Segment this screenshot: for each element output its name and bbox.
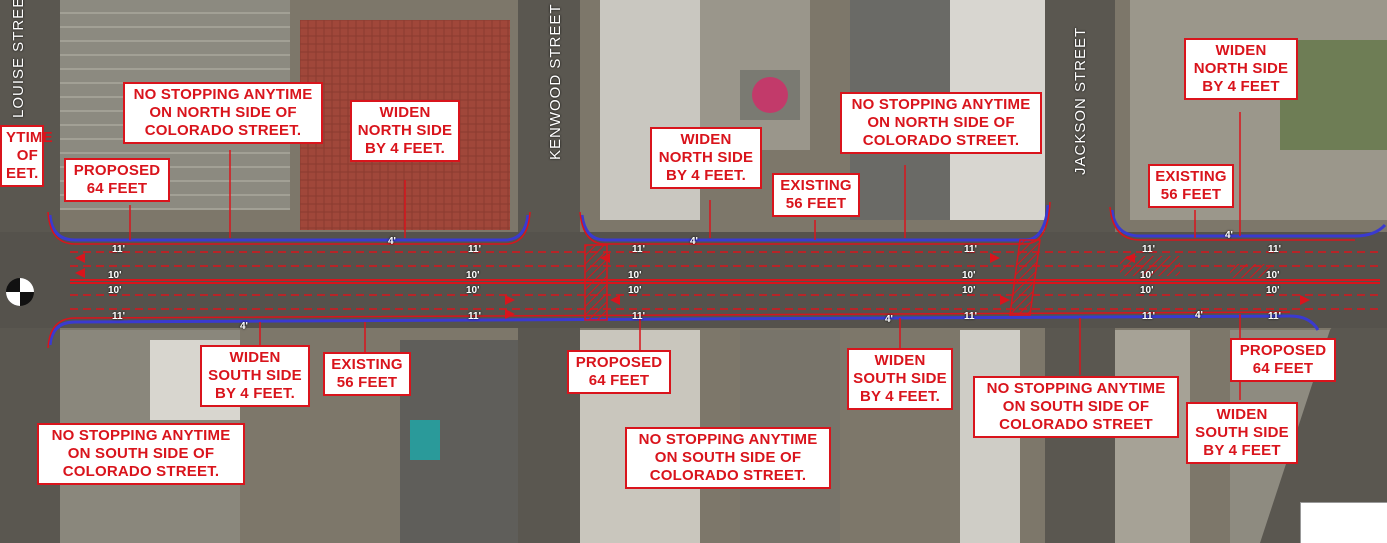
lane-width-label: 11' <box>964 311 977 322</box>
lane-width-label: 10' <box>108 285 122 296</box>
lane-width-label: 11' <box>1268 311 1281 322</box>
lane-width-label: 11' <box>112 244 125 255</box>
lane-width-label: 11' <box>964 244 977 255</box>
lane-width-label: 11' <box>1268 244 1281 255</box>
callout-proposed-64-1: PROPOSED 64 FEET <box>64 158 170 202</box>
lane-width-label: 11' <box>468 244 481 255</box>
lane-width-label: 10' <box>108 270 122 281</box>
callout-no-stopping-north-1: NO STOPPING ANYTIME ON NORTH SIDE OF COL… <box>123 82 323 144</box>
bike-buffer-width-label: 4' <box>388 236 396 247</box>
lane-width-label: 10' <box>628 270 642 281</box>
title-block-corner <box>1300 502 1387 543</box>
callout-no-stopping-south-3: NO STOPPING ANYTIME ON SOUTH SIDE OF COL… <box>973 376 1179 438</box>
callout-partial-left: YTIME OF EET. <box>0 125 53 187</box>
lane-width-label: 10' <box>1266 285 1280 296</box>
bike-buffer-width-label: 4' <box>885 314 893 325</box>
bike-buffer-width-label: 4' <box>240 321 248 332</box>
bike-buffer-width-label: 4' <box>1195 310 1203 321</box>
lane-width-label: 10' <box>962 270 976 281</box>
callout-widen-south-1: WIDEN SOUTH SIDE BY 4 FEET. <box>200 345 310 407</box>
callout-widen-north-1: WIDEN NORTH SIDE BY 4 FEET. <box>350 100 460 162</box>
bike-buffer-width-label: 4' <box>1225 230 1233 241</box>
lane-width-label: 10' <box>628 285 642 296</box>
callout-no-stopping-north-2: NO STOPPING ANYTIME ON NORTH SIDE OF COL… <box>840 92 1042 154</box>
lane-width-label: 10' <box>1266 270 1280 281</box>
callout-widen-north-2: WIDEN NORTH SIDE BY 4 FEET. <box>650 127 762 189</box>
street-label-kenwood: KENWOOD STREET <box>547 3 564 160</box>
lane-width-label: 10' <box>1140 285 1154 296</box>
callout-existing-56-1: EXISTING 56 FEET <box>323 352 411 396</box>
callout-widen-north-3: WIDEN NORTH SIDE BY 4 FEET <box>1184 38 1298 100</box>
callout-existing-56-2: EXISTING 56 FEET <box>772 173 860 217</box>
lane-width-label: 11' <box>632 244 645 255</box>
pool <box>410 420 440 460</box>
callout-proposed-64-3: PROPOSED 64 FEET <box>1230 338 1336 382</box>
callout-no-stopping-south-2: NO STOPPING ANYTIME ON SOUTH SIDE OF COL… <box>625 427 831 489</box>
callout-widen-south-2: WIDEN SOUTH SIDE BY 4 FEET. <box>847 348 953 410</box>
callout-proposed-64-2: PROPOSED 64 FEET <box>567 350 671 394</box>
street-label-jackson: JACKSON STREET <box>1072 26 1089 175</box>
callout-no-stopping-south-1: NO STOPPING ANYTIME ON SOUTH SIDE OF COL… <box>37 423 245 485</box>
lane-width-label: 11' <box>468 311 481 322</box>
lane-width-label: 10' <box>1140 270 1154 281</box>
lane-width-label: 11' <box>632 311 645 322</box>
lane-width-label: 10' <box>466 270 480 281</box>
lane-width-label: 11' <box>1142 311 1155 322</box>
lane-width-label: 11' <box>1142 244 1155 255</box>
callout-widen-south-3: WIDEN SOUTH SIDE BY 4 FEET <box>1186 402 1298 464</box>
lane-width-label: 10' <box>962 285 976 296</box>
lane-width-label: 10' <box>466 285 480 296</box>
bike-buffer-width-label: 4' <box>690 236 698 247</box>
lane-width-label: 11' <box>112 311 125 322</box>
callout-existing-56-3: EXISTING 56 FEET <box>1148 164 1234 208</box>
street-label-louise: LOUISE STREET <box>10 0 27 118</box>
